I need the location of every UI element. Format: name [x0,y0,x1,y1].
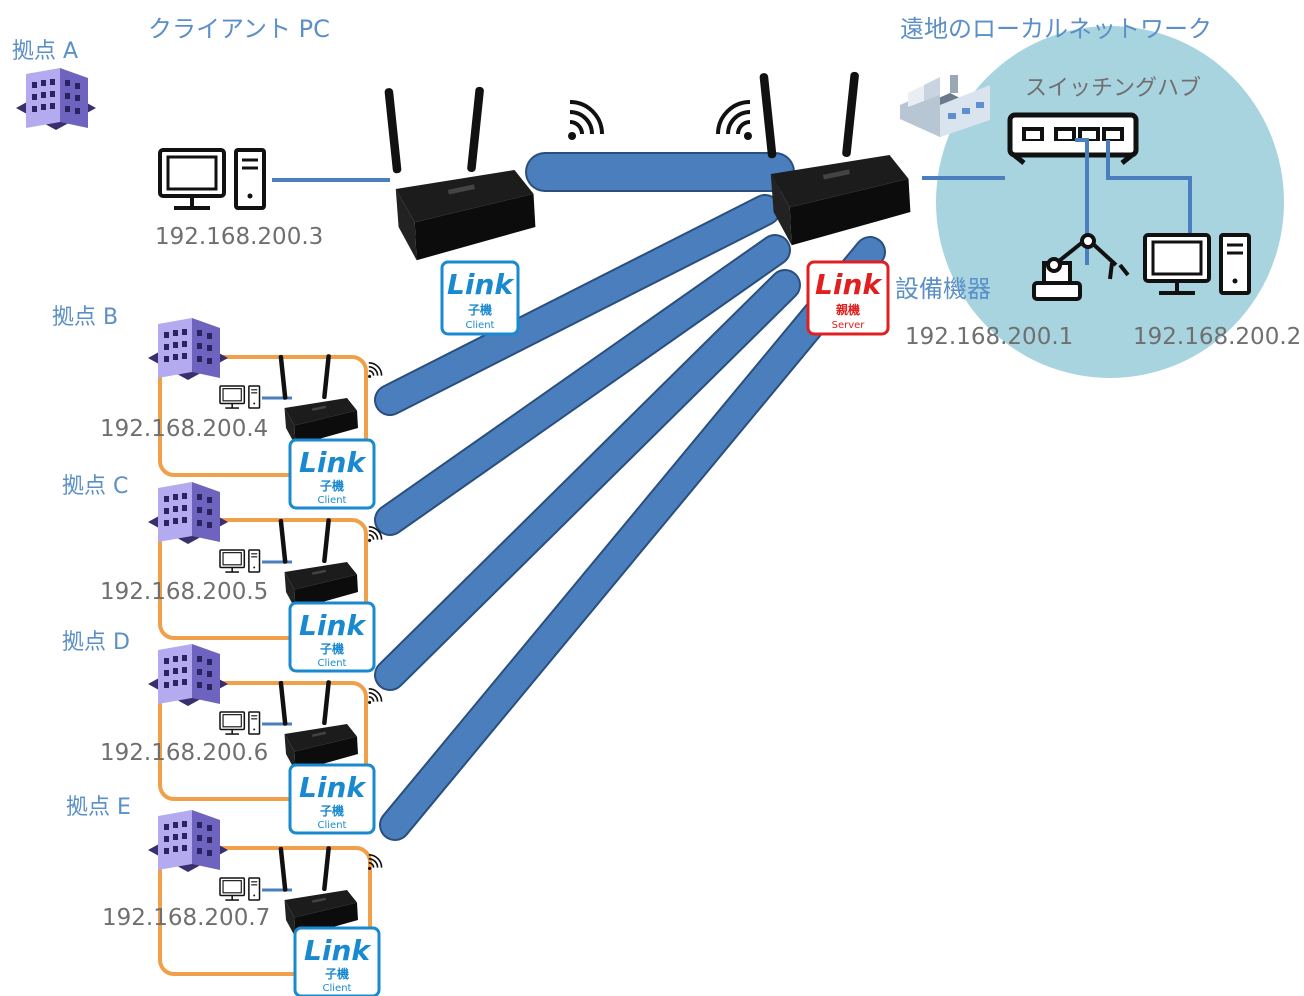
vpn-tunnels [374,152,886,841]
badge-word: Link [299,771,367,804]
pc-icon [219,877,261,901]
building-icon [148,318,228,380]
site-b-label: 拠点 B [52,305,118,330]
ip-site-d: 192.168.200.6 [100,740,268,766]
pc-icon [158,148,266,210]
badge-role: 親機 [836,302,860,317]
ip-remote-pc: 192.168.200.2 [1133,324,1301,350]
ip-client-pc: 192.168.200.3 [155,224,323,250]
remote-lan-title: 遠地のローカルネットワーク [900,15,1212,43]
badge-role: 子機 [320,803,344,818]
pc-icon [219,549,261,573]
ip-site-e: 192.168.200.7 [102,905,270,931]
badge-word: Link [815,268,883,301]
switching-hub-label: スイッチングハブ [1025,76,1201,101]
router-icon [278,354,358,446]
ip-equipment: 192.168.200.1 [905,324,1073,350]
badge-word: Link [304,934,372,967]
badge-role: 子機 [468,302,492,317]
client-badge: Link 子機 Client [440,260,520,336]
badge-role: 子機 [325,966,349,981]
wifi-icon [368,854,383,870]
badge-sub: Client [466,320,495,331]
badge-sub: Client [318,820,347,831]
site-d-label: 拠点 D [62,630,130,655]
router-icon [384,86,536,261]
pc-icon [219,711,261,735]
badge-word: Link [447,268,515,301]
switch-icon [1007,112,1139,165]
pc-icon [219,385,261,409]
building-icon [148,482,228,544]
badge-word: Link [299,609,367,642]
badge-sub: Client [318,495,347,506]
factory-icon [900,75,990,137]
ip-site-b: 192.168.200.4 [100,416,268,442]
server-badge: Link 親機 Server [806,260,890,336]
ip-site-c: 192.168.200.5 [100,579,268,605]
building-icon [148,644,228,706]
site-e-label: 拠点 E [66,795,131,820]
wifi-icon [368,688,383,704]
wifi-icon [568,100,604,140]
site-c-label: 拠点 C [62,474,128,499]
site-a-label: 拠点 A [12,39,78,64]
robot-arm-icon [1032,233,1130,301]
badge-sub: Client [323,983,352,994]
router-icon [278,846,358,938]
badge-role: 子機 [320,641,344,656]
router-icon [278,680,358,772]
wifi-icon [368,526,383,542]
client-pc-title: クライアント PC [148,15,330,43]
site-boundaries [158,355,372,976]
wifi-icon [716,100,752,140]
equipment-label: 設備機器 [895,275,991,303]
badge-role: 子機 [320,478,344,493]
badge-sub: Server [832,320,866,331]
building-icon [16,68,96,130]
wifi-icon [368,362,383,378]
remote-sites: Link子機ClientLink子機ClientLink子機ClientLink… [148,318,383,996]
badge-sub: Client [318,658,347,669]
badge-word: Link [299,446,367,479]
building-icon [148,810,228,872]
router-icon [278,518,358,610]
